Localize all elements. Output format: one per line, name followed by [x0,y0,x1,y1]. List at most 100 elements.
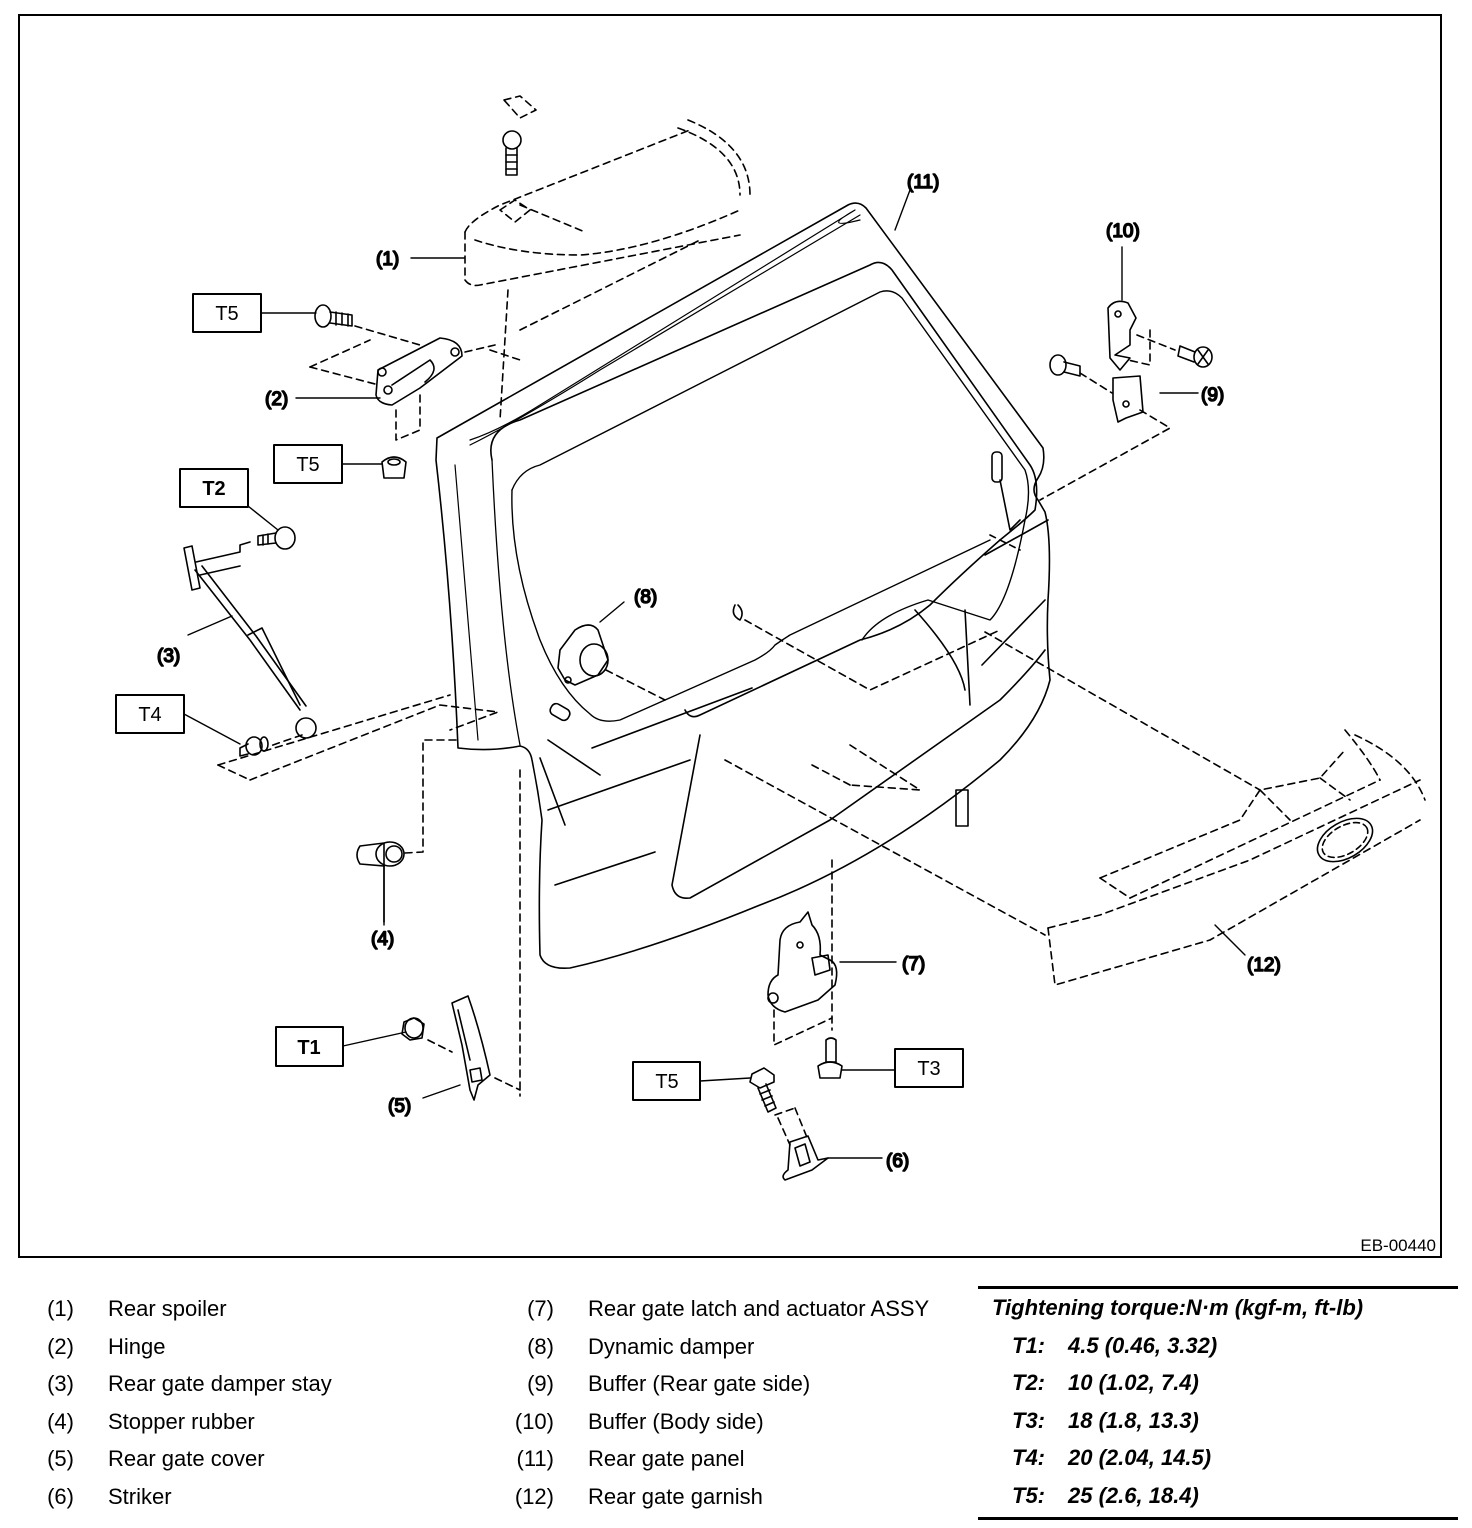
legend-item: (8) Dynamic damper [508,1328,929,1366]
callout-1: (1) [376,249,399,270]
torque-tag-label: T5 [296,454,319,476]
rear-gate-panel [435,202,1051,970]
latch-bolt-icon [817,1037,843,1079]
torque-spec-row: T1: 4.5 (0.46, 3.32) [978,1327,1458,1365]
buffer-body-side-part [1107,300,1176,371]
legend-num: (3) [47,1371,74,1397]
torque-tag-latch-bolt: T3 [894,1048,964,1088]
callout-6: (6) [886,1151,909,1172]
cover-nut-icon [401,1017,425,1041]
torque-code: T4: [1012,1445,1045,1471]
legend-num: (11) [516,1446,555,1472]
legend-num: (7) [527,1296,554,1321]
torque-tag-hinge-nut: T5 [273,444,343,484]
torque-tag-label: T2 [202,478,225,500]
legend-item: (9) Buffer (Rear gate side) [508,1365,929,1403]
legend-name: Rear gate damper stay [108,1371,332,1397]
callout-2: (2) [265,389,288,410]
torque-value: 4.5 (0.46, 3.32) [1068,1332,1218,1358]
callout-10: (10) [1106,221,1140,242]
legend-num: (6) [47,1483,74,1509]
rear-gate-cover-part [427,769,521,1101]
torque-spec-row: T5:25 (2.6, 18.4) [978,1477,1458,1515]
legend-name: Dynamic damper [588,1333,755,1359]
legend-name: Rear spoiler [108,1296,227,1321]
torque-spec-row: T4: 20 (2.04, 14.5) [978,1439,1458,1477]
legend-num: (8) [527,1333,554,1359]
callout-9: (9) [1201,385,1224,406]
buffer-body-screw-icon [1177,345,1213,368]
parts-legend-left: (1) Rear spoiler (2)Hinge (3) Rear gate da… [40,1290,332,1516]
torque-tag-damper-lower: T4 [115,694,185,734]
diagram-frame [18,14,1442,1258]
legend-num: (10) [514,1408,554,1434]
striker-bolt-icon [749,1067,777,1113]
legend-item: (5)Rear gate cover [40,1440,332,1478]
torque-spec-row: T2: 10 (1.02, 7.4) [978,1364,1458,1402]
legend-item: (11) Rear gate panel [508,1440,929,1478]
damper-upper-bolt-icon [257,526,296,550]
legend-num: (2) [47,1333,74,1359]
rear-spoiler [464,95,751,421]
torque-tag-label: T3 [917,1058,940,1080]
parts-legend-middle: (7) Rear gate latch and actuator ASSY (8)… [508,1290,929,1516]
buffer-rear-gate-side-part [1039,372,1171,501]
legend-num: (4) [47,1408,74,1434]
damper-connection-lines [217,694,499,781]
torque-tag-label: T1 [297,1037,320,1059]
hinge-nut-icon [381,456,407,479]
legend-name: Rear gate latch and actuator ASSY [588,1296,930,1321]
callout-4: (4) [371,929,394,950]
torque-heading: Tightening torque:N·m (kgf-m, ft-lb) [992,1295,1364,1320]
legend-name: Rear gate panel [588,1446,745,1472]
buffer-gate-screw-icon [1049,354,1081,377]
legend-name: Buffer (Rear gate side) [588,1371,811,1397]
hinge-connection-lines [309,325,521,441]
latch-actuator-part [767,859,838,1046]
callout-12: (12) [1247,955,1281,976]
legend-item: (1) Rear spoiler [40,1290,332,1328]
hinge-bolt-icon [314,304,353,328]
torque-leader-lines [183,312,896,1082]
torque-code: T2: [1012,1370,1045,1396]
legend-name: Rear gate garnish [588,1483,763,1509]
legend-item: (6)Striker [40,1478,332,1516]
exploded-view-diagram: (1) (2) (3) (4) (5) (6) (7) (8) (9) (10)… [115,95,1426,1181]
legend-item: (2)Hinge [40,1328,332,1366]
torque-code: T3: [1012,1407,1045,1433]
leader-lines [187,189,1246,1159]
torque-tag-label: T5 [215,303,238,325]
torque-tag-label: T4 [138,704,161,726]
legend-item: (7) Rear gate latch and actuator ASSY [508,1290,929,1328]
legend-item: (3) Rear gate damper stay [40,1365,332,1403]
legend-name: Stopper rubber [108,1408,255,1434]
callout-5: (5) [388,1096,411,1117]
torque-value: 10 (1.02, 7.4) [1068,1370,1199,1396]
torque-tag-hinge-bolt: T5 [192,293,262,333]
legend-num: (9) [527,1371,554,1397]
striker-part [774,1107,829,1181]
torque-tag-striker-bolt: T5 [632,1061,701,1101]
legend-item: (10) Buffer (Body side) [508,1403,929,1441]
figure-id: EB-00440 [1360,1236,1436,1255]
torque-value: 20 (2.04, 14.5) [1068,1445,1212,1471]
callout-7: (7) [902,954,925,975]
torque-code: T1: [1012,1332,1045,1358]
callout-3: (3) [157,646,180,667]
spoiler-screw-icon [502,130,522,176]
legend-name: Buffer (Body side) [588,1408,764,1434]
callout-8: (8) [634,587,657,608]
callout-11: (11) [907,172,939,193]
hinge-part [375,337,463,406]
garnish-emblem [1316,817,1374,863]
legend-num: (5) [47,1446,74,1472]
torque-spec-row: T3:18 (1.8, 13.3) [978,1402,1458,1440]
dynamic-damper-part [557,604,1001,701]
legend-num: (1) [47,1296,74,1321]
damper-stay-part [183,541,317,747]
legend-item: (12)Rear gate garnish [508,1478,929,1516]
torque-code: T5: [1012,1482,1045,1508]
damper-lower-bolt-icon [239,736,269,757]
torque-tag-cover-nut: T1 [275,1026,344,1067]
torque-spec-table: Tightening torque:N·m (kgf-m, ft-lb) T1:… [978,1286,1458,1520]
